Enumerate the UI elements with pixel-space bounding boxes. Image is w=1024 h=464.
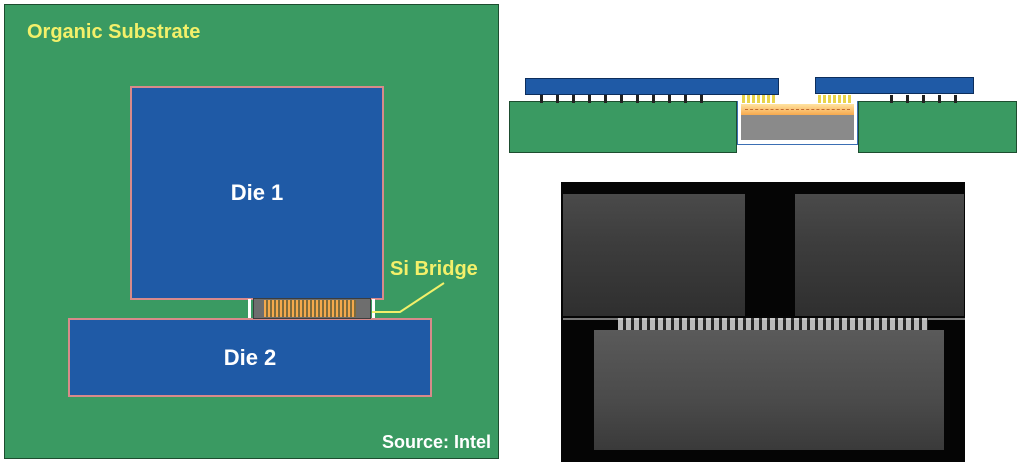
sem-bridge [594, 330, 944, 450]
microbump [540, 95, 543, 103]
source-credit: Source: Intel [381, 432, 491, 452]
bridge-microbump [828, 95, 831, 103]
die-2-label: Die 2 [223, 344, 277, 370]
cross-section-bridge [741, 115, 854, 140]
sem-die-left [563, 194, 745, 316]
microbump [572, 95, 575, 103]
microbump [906, 95, 909, 103]
bridge-edge-left [248, 299, 251, 318]
microbump [938, 95, 941, 103]
sem-microbumps [618, 318, 928, 330]
microbump [652, 95, 655, 103]
bridge-microbump [762, 95, 765, 103]
die-1-label: Die 1 [230, 180, 284, 205]
microbump [556, 95, 559, 103]
cross-section-die-1 [525, 78, 779, 95]
bridge-microbump [838, 95, 841, 103]
microbump [604, 95, 607, 103]
bridge-microbump [752, 95, 755, 103]
cross-section-substrate-left [509, 101, 737, 153]
microbump [922, 95, 925, 103]
microbump [700, 95, 703, 103]
bridge-microbump [818, 95, 821, 103]
bridge-microbump [772, 95, 775, 103]
bridge-microbump [848, 95, 851, 103]
microbump [684, 95, 687, 103]
sem-die-right [795, 194, 964, 316]
cross-section-die-2 [815, 77, 974, 94]
bridge-microbump [843, 95, 846, 103]
microbump [890, 95, 893, 103]
die-1: Die 1 [130, 86, 384, 300]
bridge-microbump [833, 95, 836, 103]
bridge-microbump [767, 95, 770, 103]
bridge-edge-right [372, 299, 375, 318]
si-bridge-label: Si Bridge [390, 258, 478, 280]
microbump [954, 95, 957, 103]
cross-section-substrate-right [858, 101, 1017, 153]
bridge-microbump [742, 95, 745, 103]
bridge-microbump [747, 95, 750, 103]
bridge-microbump [823, 95, 826, 103]
bridge-microbump [757, 95, 760, 103]
microbump [636, 95, 639, 103]
microbump [620, 95, 623, 103]
substrate-label: Organic Substrate [27, 21, 201, 43]
die-2: Die 2 [68, 318, 432, 397]
microbump [588, 95, 591, 103]
bridge-interconnects [264, 300, 356, 317]
microbump [668, 95, 671, 103]
bridge-trace-line [745, 109, 850, 110]
